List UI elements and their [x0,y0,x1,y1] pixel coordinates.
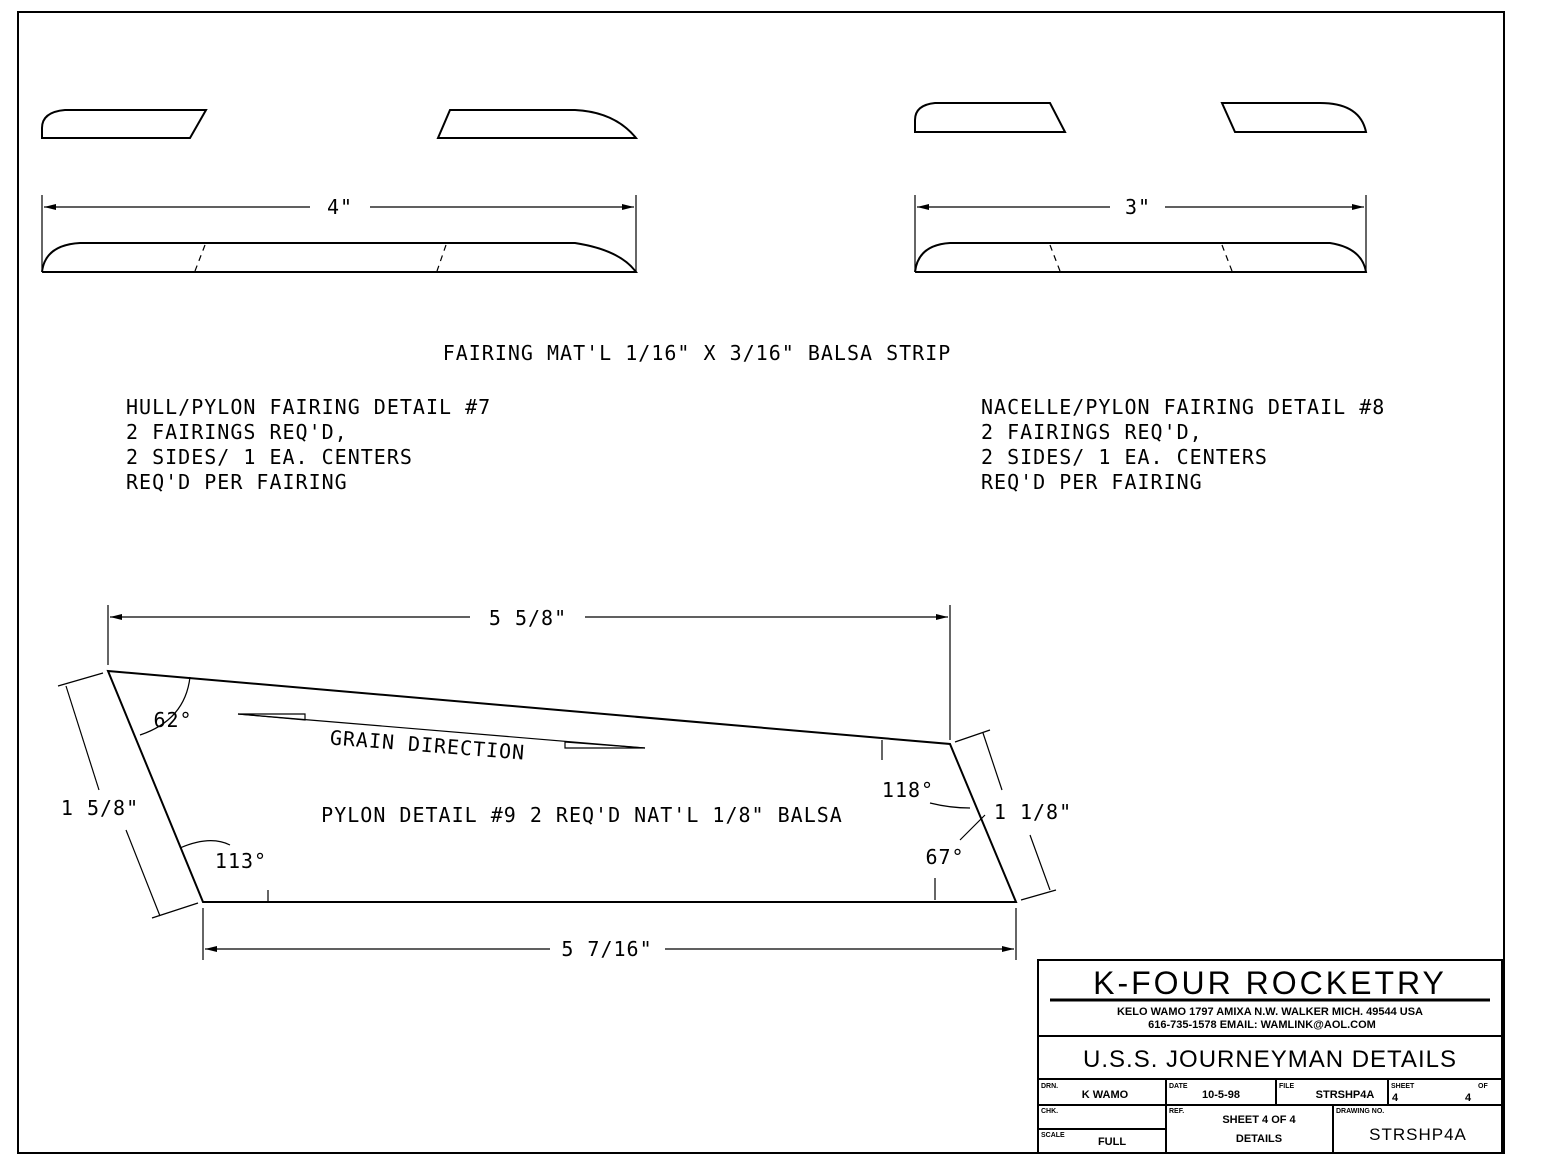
drawing-text: DATE [1169,1083,1188,1090]
hull-length-dim: 4" [327,195,353,219]
drawing-text: 4 [1392,1092,1399,1104]
drawing-line [914,102,1067,133]
drawing-line [237,713,646,749]
drawing-line [1020,889,1057,901]
angle-bottom-right: 67° [925,845,964,869]
drawing-line [65,685,100,791]
angle-top-right: 118° [882,778,934,802]
drawing-text: NACELLE/PYLON FAIRING DETAIL #8 [981,395,1385,419]
drawing-line [436,244,447,272]
drawing-line [954,729,991,743]
drawing-text: STRSHP4A [1316,1089,1375,1101]
drawing-border [17,11,1505,1154]
drawing-text: K WAMO [1082,1089,1129,1101]
drawing-text: STRSHP4A [1369,1125,1467,1144]
drawing-line [982,732,1003,791]
drawing-text: REF. [1169,1108,1184,1115]
drawing-line [934,814,986,900]
drawing-line [1221,244,1233,272]
drawing-text: 2 FAIRINGS REQ'D, [981,420,1203,444]
drawing-text: REQ'D PER FAIRING [126,470,348,494]
grain-direction-label: GRAIN DIRECTION [329,725,526,764]
drawing-text: OF [1478,1083,1488,1090]
drawing-line [194,244,206,272]
drawing-title: U.S.S. JOURNEYMAN DETAILS [1083,1046,1457,1073]
drawing-text: HULL/PYLON FAIRING DETAIL #7 [126,395,491,419]
nacelle-length-dim: 3" [1125,195,1151,219]
angle-top-left: 62° [153,708,192,732]
detail-7-notes: HULL/PYLON FAIRING DETAIL #7 2 FAIRINGS … [126,395,491,494]
drawing-line [1220,102,1368,133]
drawing-line [1037,959,1503,1154]
drawing-text: SCALE [1041,1132,1065,1139]
right-dim: 1 1/8" [994,800,1072,824]
drawing-line [41,242,638,273]
drawing-text: SHEET [1391,1083,1415,1090]
drawing-line [1029,834,1051,891]
bottom-dim: 5 7/16" [561,937,652,961]
title-block: K-FOUR ROCKETRY KELO WAMO 1797 AMIXA N.W… [1037,959,1503,1154]
fairing-piece-front [41,109,208,139]
drawing-text: SHEET 4 OF 4 [1222,1114,1296,1126]
pylon-detail-9: 5 5/8" 5 7/16" 1 5/8" 1 1/8" 62° 118° 11… [57,605,1072,961]
drawing-line [139,676,191,736]
hull-fairing-detail-7: 4" [41,109,639,273]
nacelle-fairing-detail-8: 3" [914,102,1368,273]
top-dim: 5 5/8" [489,606,567,630]
drawing-text: 2 FAIRINGS REQ'D, [126,420,348,444]
drawing-text: CHK. [1041,1108,1058,1115]
drawing-line [1049,244,1061,272]
drawing-text: 10-5-98 [1202,1089,1240,1101]
drawing-line [881,740,971,809]
left-dim: 1 5/8" [61,796,139,820]
drawing-line [125,829,161,917]
pylon-outline [106,669,1018,903]
drawing-text: FILE [1279,1083,1294,1090]
drawing-text: DETAILS [1236,1133,1282,1145]
drawing-text: 2 SIDES/ 1 EA. CENTERS [126,445,413,469]
detail-8-notes: NACELLE/PYLON FAIRING DETAIL #8 2 FAIRIN… [981,395,1385,494]
drawing-line [57,672,104,687]
material-note: FAIRING MAT'L 1/16" X 3/16" BALSA STRIP [443,341,952,365]
drawing-text: KELO WAMO 1797 AMIXA N.W. WALKER MICH. 4… [1117,1006,1423,1018]
drawing-text: REQ'D PER FAIRING [981,470,1203,494]
drawing-line [151,902,199,919]
drawing-text: FULL [1098,1136,1126,1148]
drawing-text: DRN. [1041,1083,1058,1090]
fairing-piece-rear [436,109,639,139]
company-name: K-FOUR ROCKETRY [1093,965,1447,1001]
drawing-text: 616-735-1578 EMAIL: WAMLINK@AOL.COM [1148,1019,1376,1031]
drawing-line [179,840,269,902]
pylon-label: PYLON DETAIL #9 2 REQ'D NAT'L 1/8" BALSA [321,803,843,827]
drawing-text: 4 [1465,1092,1472,1104]
drawing-line [914,242,1368,273]
drawing-text: 2 SIDES/ 1 EA. CENTERS [981,445,1268,469]
drawing-text: DRAWING NO. [1336,1108,1384,1115]
angle-bottom-left: 113° [215,849,267,873]
